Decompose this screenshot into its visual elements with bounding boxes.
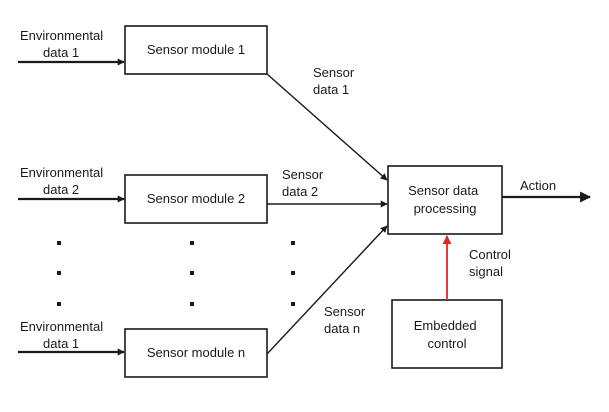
sensor-module-1-label: Sensor module 1 (147, 42, 245, 57)
ellipsis-dots (57, 241, 295, 306)
embedded-control-label: Embedded control (414, 318, 481, 351)
sensor-module-1: Sensor module 1 (124, 25, 268, 75)
sensor-data-n-label: Sensor data n (324, 304, 369, 336)
sensor-data-processing-box: Sensor data processing (387, 165, 503, 235)
environmental-data-n-label: Environmental data 1 (20, 319, 107, 351)
sensor-data-1-arrow (266, 73, 388, 181)
sensor-module-n-label: Sensor module n (147, 345, 245, 360)
action-label: Action (520, 178, 556, 193)
control-signal-label: Control signal (469, 247, 515, 279)
sensor-module-n: Sensor module n (124, 328, 268, 378)
sensor-data-2-label: Sensor data 2 (282, 167, 327, 199)
sensor-module-2: Sensor module 2 (124, 174, 268, 224)
sensor-module-2-label: Sensor module 2 (147, 191, 245, 206)
environmental-data-2-label: Environmental data 2 (20, 165, 107, 197)
sensor-data-1-label: Sensor data 1 (313, 65, 358, 97)
sensor-data-n-arrow (266, 225, 388, 355)
embedded-control-box: Embedded control (391, 299, 503, 369)
sensor-data-processing-label: Sensor data processing (408, 183, 482, 216)
environmental-data-1-label: Environmental data 1 (20, 28, 107, 60)
